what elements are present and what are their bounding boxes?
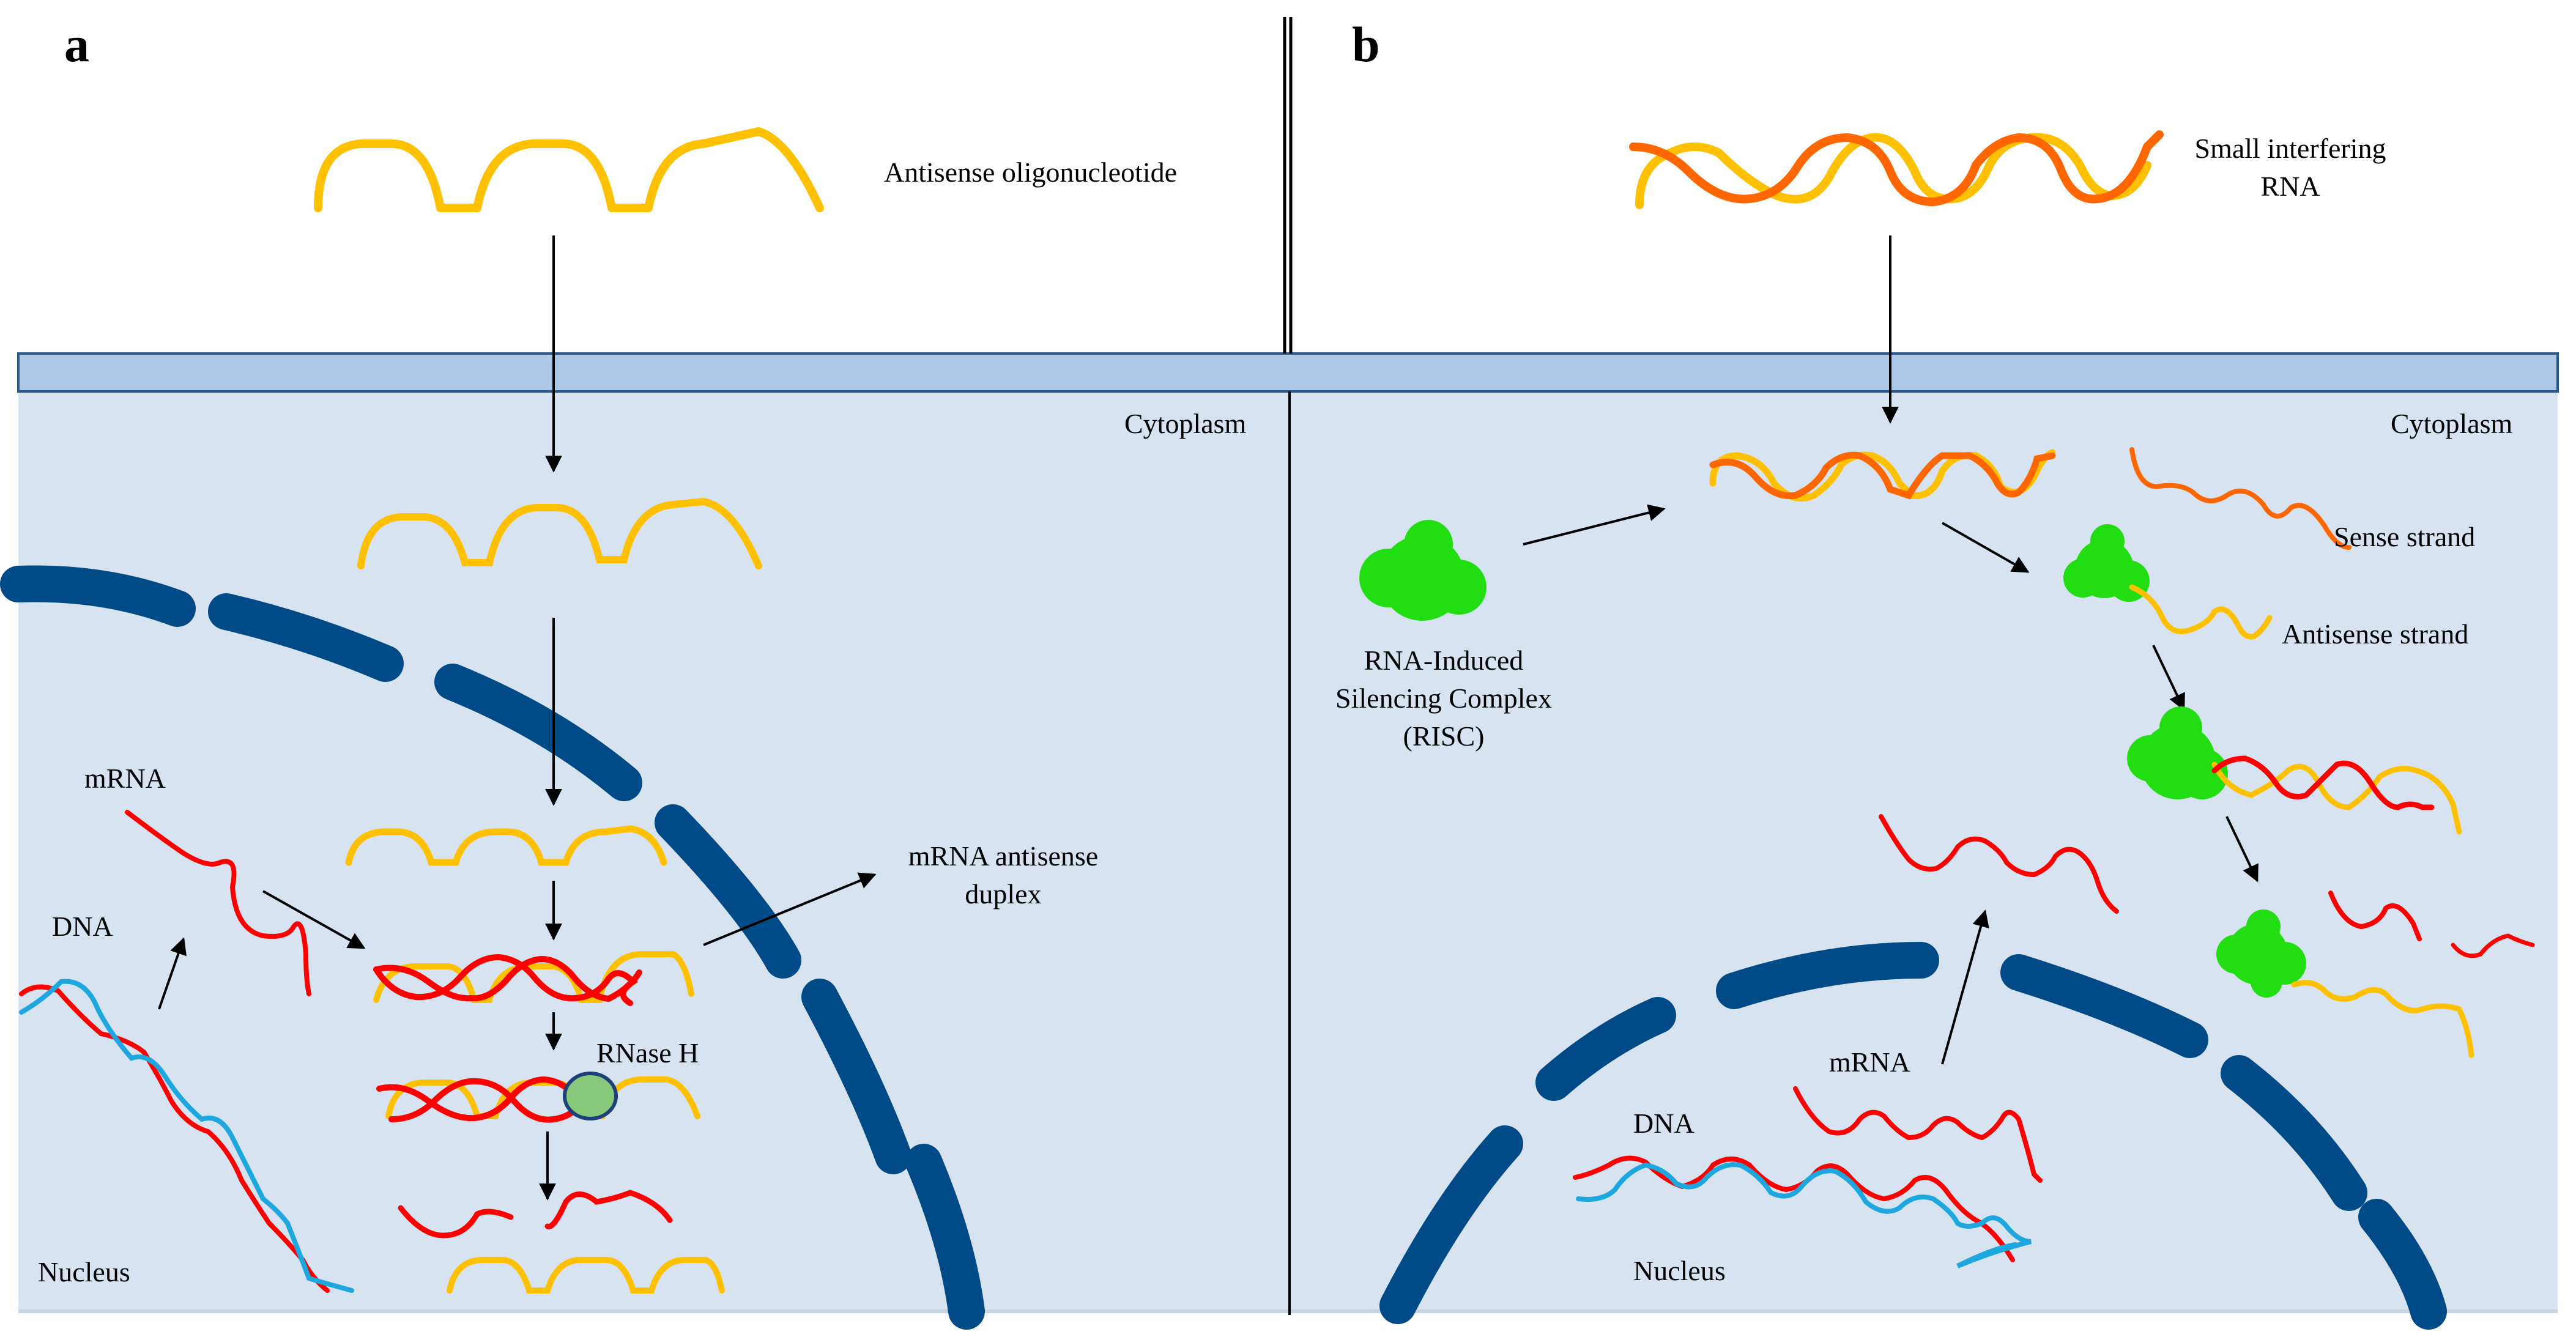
cleaved-mrna-b-1 [2328, 891, 2422, 941]
arrow-b-4 [2225, 816, 2259, 883]
arrow-b-mrna [1941, 909, 1989, 1065]
nuclear-envelope-a [0, 565, 985, 1330]
sense-strand-label: Sense strand [2334, 521, 2475, 552]
mrna-strand-b-nucleus [1793, 1086, 2043, 1183]
sirna-label-line1: Small interfering [2195, 133, 2386, 164]
risc-label-line2: Silencing Complex [1335, 683, 1552, 714]
risc-bound-mrna [2211, 755, 2462, 835]
nucleus-label-a: Nucleus [38, 1256, 130, 1287]
cleaved-mrna-b-2 [2451, 933, 2535, 958]
rnase-h-label: RNase H [596, 1037, 699, 1068]
cytoplasm-background [18, 391, 2558, 1311]
arrow-a-duplex [703, 872, 877, 946]
risc-label-line3: (RISC) [1403, 720, 1485, 752]
arrow-b-2 [1942, 522, 2030, 573]
mrna-antisense-duplex [373, 951, 694, 1006]
cell-membrane [17, 352, 2559, 393]
risc-label-line1: RNA-Induced [1364, 645, 1524, 676]
duplex-label-line1: mRNA antisense [908, 840, 1098, 872]
cleaved-mrna-right [544, 1190, 673, 1229]
sirna-label-line2: RNA [2260, 171, 2320, 202]
arrow-a-dna [158, 937, 187, 1010]
nucleus-label-b: Nucleus [1633, 1255, 1726, 1286]
panel-a-letter: a [64, 17, 89, 72]
risc-antisense-final [2291, 980, 2474, 1058]
risc-complex-icon-4 [2216, 909, 2306, 998]
sirna-duplex-cytoplasm [1709, 449, 2056, 502]
arrow-b-3 [2152, 645, 2185, 711]
mrna-strand-b-cytoplasm [1879, 814, 2119, 914]
dna-label-a: DNA [52, 911, 113, 942]
dna-helix-a [19, 979, 354, 1293]
cytoplasm-label-a: Cytoplasm [1124, 408, 1247, 439]
cleaved-mrna-left [398, 1205, 514, 1239]
dna-label-b: DNA [1633, 1108, 1694, 1139]
antisense-strand-label: Antisense strand [2282, 618, 2468, 650]
released-aso [447, 1257, 725, 1294]
arrow-b-risc-to-sirna [1523, 504, 1666, 546]
cytoplasm-label-b: Cytoplasm [2391, 408, 2513, 439]
duplex-label-line2: duplex [965, 878, 1041, 909]
risc-complex-icon-1 [1359, 520, 1487, 621]
nuclear-envelope-b [1379, 942, 2447, 1330]
aso-strand-cytoplasm [357, 497, 762, 569]
antisense-strand [2129, 584, 2273, 640]
mrna-strand-a [125, 810, 311, 996]
risc-complex-icon-3 [2127, 706, 2228, 799]
mrna-label-b: mRNA [1829, 1046, 1910, 1078]
panel-divider [1283, 17, 1293, 1315]
rnase-h-enzyme [563, 1072, 618, 1120]
aso-strand-top [314, 127, 824, 212]
panel-b-letter: b [1352, 17, 1380, 72]
sense-strand [2129, 447, 2351, 550]
arrow-a-mrna [262, 890, 366, 949]
mrna-label-a: mRNA [84, 763, 166, 794]
sirna-duplex-top [1629, 130, 2164, 209]
dna-helix-b [1573, 1155, 2032, 1268]
aso-strand-near-mrna [345, 825, 667, 866]
aso-label: Antisense oligonucleotide [884, 157, 1177, 188]
